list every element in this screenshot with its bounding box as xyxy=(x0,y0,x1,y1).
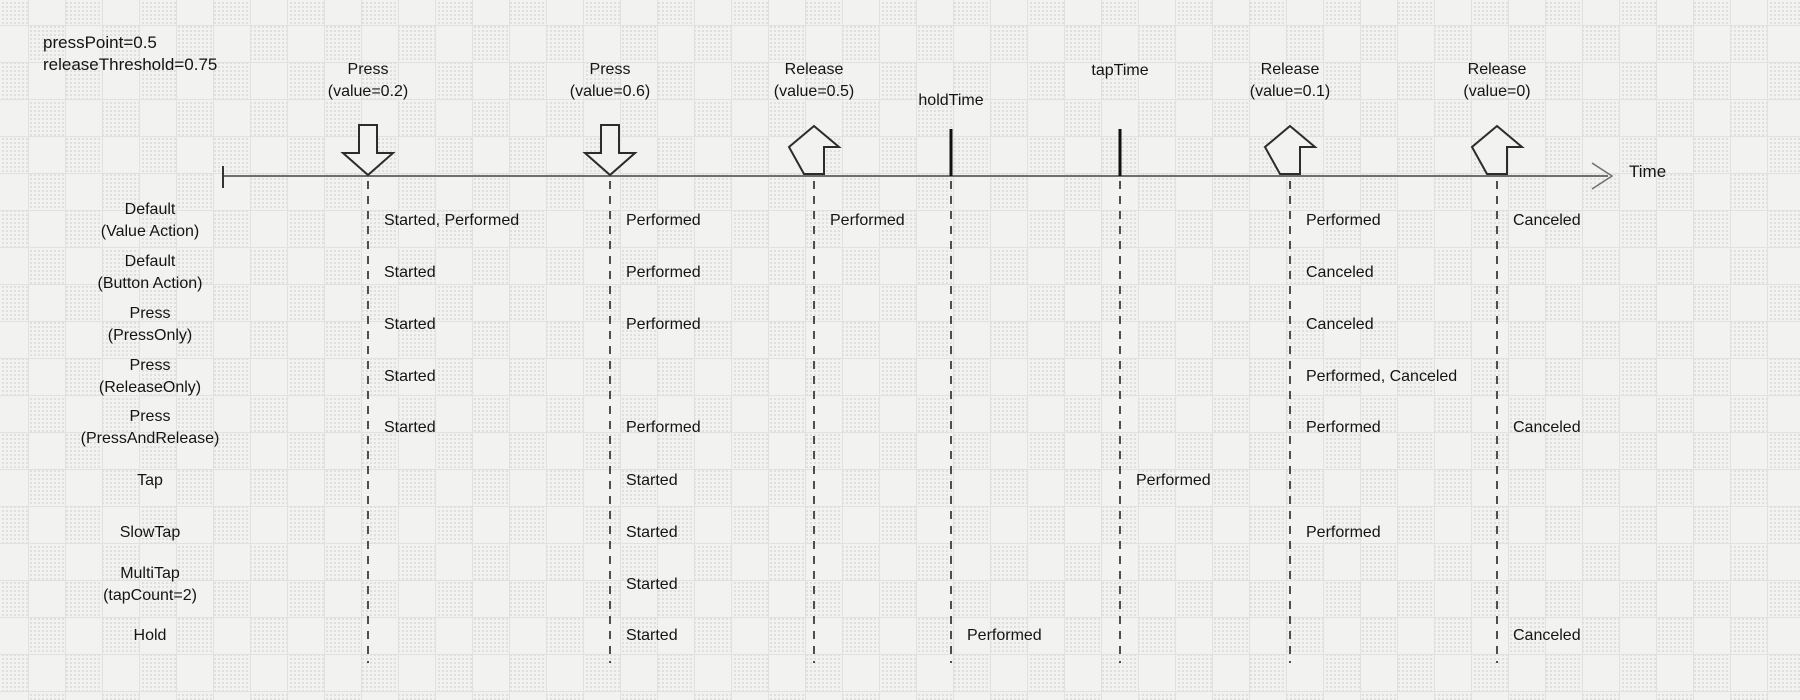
event-label-line: Release xyxy=(1467,61,1527,78)
time-axis-label: Time xyxy=(1629,162,1667,181)
event-label-press1: Press (value=0.2) xyxy=(248,59,488,103)
row-label: Hold xyxy=(20,625,280,647)
state-cell-press2: Started xyxy=(626,472,678,489)
event-label-release1: Release (value=0.5) xyxy=(694,59,934,103)
event-label-line: Press xyxy=(589,61,631,78)
state-cell-press1: Started xyxy=(384,419,436,436)
state-cell-press2: Started xyxy=(626,524,678,541)
event-label-line: (value=0) xyxy=(1463,83,1531,100)
event-label-line: Release xyxy=(1260,61,1320,78)
event-label-holdTime: holdTime xyxy=(831,90,1071,112)
event-label-release3: Release (value=0) xyxy=(1377,59,1617,103)
state-cell-press1: Started xyxy=(384,316,436,333)
event-label-line: tapTime xyxy=(1091,62,1149,79)
event-label-tapTime: tapTime xyxy=(1000,60,1240,82)
event-label-press2: Press (value=0.6) xyxy=(490,59,730,103)
row-label-line: (PressAndRelease) xyxy=(80,430,220,447)
row-label: MultiTap (tapCount=2) xyxy=(20,563,280,607)
state-cell-press2: Started xyxy=(626,576,678,593)
row-label-line: (ReleaseOnly) xyxy=(98,379,202,396)
state-cell-press2: Performed xyxy=(626,212,701,229)
release-arrow-up-icon xyxy=(787,124,842,175)
row-label-line: (Value Action) xyxy=(100,223,200,240)
event-label-line: Release xyxy=(784,61,844,78)
state-cell-release2: Performed xyxy=(1306,419,1381,436)
state-cell-release2: Performed, Canceled xyxy=(1306,368,1458,385)
release-arrow-up-icon xyxy=(1470,124,1525,175)
row-label: Press (ReleaseOnly) xyxy=(20,355,280,399)
event-label-line: (value=0.2) xyxy=(327,83,409,100)
state-cell-release1: Performed xyxy=(830,212,905,229)
release-threshold-param: releaseThreshold=0.75 xyxy=(43,55,218,74)
event-label-line: (value=0.6) xyxy=(569,83,651,100)
row-label-line: Hold xyxy=(133,627,167,644)
event-label-line: holdTime xyxy=(918,92,984,109)
row-label: Press (PressOnly) xyxy=(20,303,280,347)
state-cell-release2: Performed xyxy=(1306,524,1381,541)
event-label-line: Press xyxy=(347,61,389,78)
event-label-line: (value=0.1) xyxy=(1249,83,1331,100)
parameters-note: pressPoint=0.5 releaseThreshold=0.75 xyxy=(43,32,217,76)
row-label-line: (PressOnly) xyxy=(107,327,193,344)
time-axis-arrowhead-icon xyxy=(1591,162,1614,190)
row-label: Tap xyxy=(20,470,280,492)
row-label-line: Press xyxy=(129,305,171,322)
row-label: Default (Value Action) xyxy=(20,199,280,243)
press-arrow-down-icon xyxy=(582,124,638,177)
state-cell-holdTime: Performed xyxy=(967,627,1042,644)
state-cell-press2: Performed xyxy=(626,264,701,281)
row-label: Default (Button Action) xyxy=(20,251,280,295)
state-cell-press1: Started xyxy=(384,264,436,281)
press-arrow-down-icon xyxy=(340,124,396,177)
row-label-line: (tapCount=2) xyxy=(103,587,197,604)
state-cell-press2: Performed xyxy=(626,316,701,333)
row-label-line: Default xyxy=(124,253,176,270)
release-arrow-up-icon xyxy=(1263,124,1318,175)
row-label-line: (Button Action) xyxy=(97,275,203,292)
state-cell-press1: Started, Performed xyxy=(384,212,520,229)
state-cell-release2: Performed xyxy=(1306,212,1381,229)
row-label-line: MultiTap xyxy=(120,565,180,582)
state-cell-release3: Canceled xyxy=(1513,627,1581,644)
row-label: SlowTap xyxy=(20,522,280,544)
row-label-line: Press xyxy=(129,357,171,374)
row-label: Press (PressAndRelease) xyxy=(20,406,280,450)
state-cell-press2: Performed xyxy=(626,419,701,436)
state-cell-release3: Canceled xyxy=(1513,212,1581,229)
state-cell-press2: Started xyxy=(626,627,678,644)
event-label-release2: Release (value=0.1) xyxy=(1170,59,1410,103)
press-point-param: pressPoint=0.5 xyxy=(43,33,157,52)
row-label-line: Press xyxy=(129,408,171,425)
row-label-line: SlowTap xyxy=(119,524,181,541)
state-cell-release3: Canceled xyxy=(1513,419,1581,436)
state-cell-press1: Started xyxy=(384,368,436,385)
state-cell-release2: Canceled xyxy=(1306,316,1374,333)
event-label-line: (value=0.5) xyxy=(773,83,855,100)
state-cell-release2: Canceled xyxy=(1306,264,1374,281)
state-cell-tapTime: Performed xyxy=(1136,472,1211,489)
row-label-line: Default xyxy=(124,201,176,218)
row-label-line: Tap xyxy=(137,472,163,489)
